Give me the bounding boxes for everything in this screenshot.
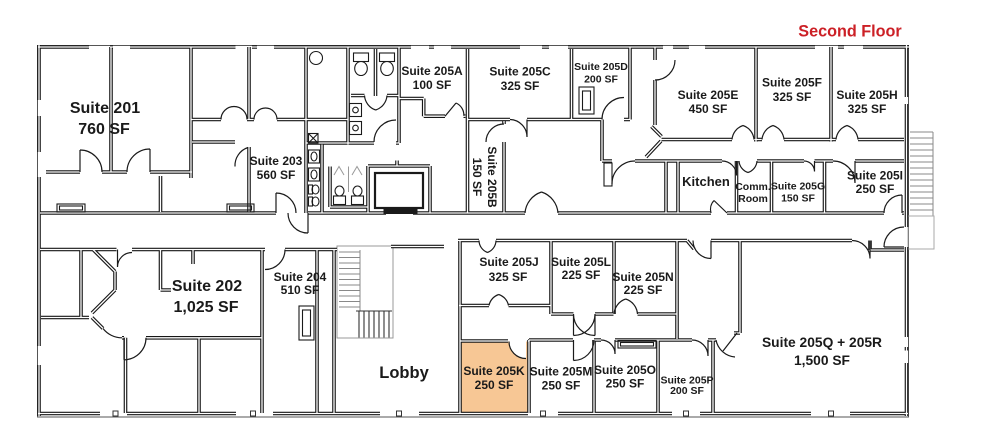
svg-text:Suite 205D: Suite 205D (574, 61, 628, 73)
svg-text:Suite 204: Suite 204 (274, 270, 327, 284)
svg-text:560 SF: 560 SF (257, 168, 296, 182)
svg-text:Suite 205I: Suite 205I (847, 169, 903, 183)
svg-text:225 SF: 225 SF (624, 283, 663, 297)
svg-text:325 SF: 325 SF (501, 79, 540, 93)
svg-text:150 SF: 150 SF (781, 193, 815, 205)
svg-text:325 SF: 325 SF (773, 90, 812, 104)
svg-text:Suite 201: Suite 201 (70, 100, 140, 117)
svg-text:150 SF: 150 SF (470, 158, 484, 197)
svg-text:250 SF: 250 SF (856, 182, 895, 196)
svg-text:Suite 205N: Suite 205N (612, 270, 673, 284)
svg-text:Suite 205H: Suite 205H (836, 88, 897, 102)
svg-text:Suite 202: Suite 202 (172, 278, 242, 295)
svg-text:Room: Room (738, 193, 768, 205)
svg-text:450 SF: 450 SF (689, 102, 728, 116)
svg-text:Suite 203: Suite 203 (250, 154, 303, 168)
svg-text:200 SF: 200 SF (584, 74, 618, 86)
svg-text:Suite 205E: Suite 205E (678, 88, 739, 102)
svg-text:Suite 205K: Suite 205K (463, 364, 525, 378)
svg-text:250 SF: 250 SF (475, 378, 514, 392)
svg-text:Lobby: Lobby (379, 364, 429, 382)
svg-text:325 SF: 325 SF (848, 102, 887, 116)
svg-text:Comm.: Comm. (735, 181, 771, 193)
svg-text:Suite 205C: Suite 205C (489, 65, 551, 79)
svg-text:Suite 205J: Suite 205J (479, 255, 538, 269)
svg-text:760 SF: 760 SF (78, 121, 130, 138)
svg-text:325 SF: 325 SF (489, 270, 528, 284)
svg-text:Suite 205Q + 205R: Suite 205Q + 205R (762, 335, 882, 350)
svg-text:Suite 205P: Suite 205P (660, 375, 713, 387)
svg-text:510 SF: 510 SF (281, 283, 320, 297)
svg-text:Suite 205O: Suite 205O (594, 363, 656, 377)
svg-text:100 SF: 100 SF (413, 78, 452, 92)
svg-text:200 SF: 200 SF (670, 385, 704, 397)
svg-text:250 SF: 250 SF (542, 379, 581, 393)
svg-text:Suite 205M: Suite 205M (530, 365, 593, 379)
svg-text:Suite 205F: Suite 205F (762, 76, 822, 90)
svg-text:1,500 SF: 1,500 SF (794, 353, 850, 368)
svg-text:Suite 205G: Suite 205G (771, 181, 825, 193)
svg-text:225 SF: 225 SF (562, 268, 601, 282)
svg-text:Second Floor: Second Floor (798, 23, 902, 41)
svg-text:1,025 SF: 1,025 SF (174, 299, 239, 316)
svg-text:Kitchen: Kitchen (682, 174, 730, 189)
svg-text:Suite 205B: Suite 205B (485, 146, 499, 208)
svg-text:Suite 205A: Suite 205A (401, 64, 463, 78)
svg-text:Suite 205L: Suite 205L (551, 255, 611, 269)
svg-text:250 SF: 250 SF (606, 377, 645, 391)
